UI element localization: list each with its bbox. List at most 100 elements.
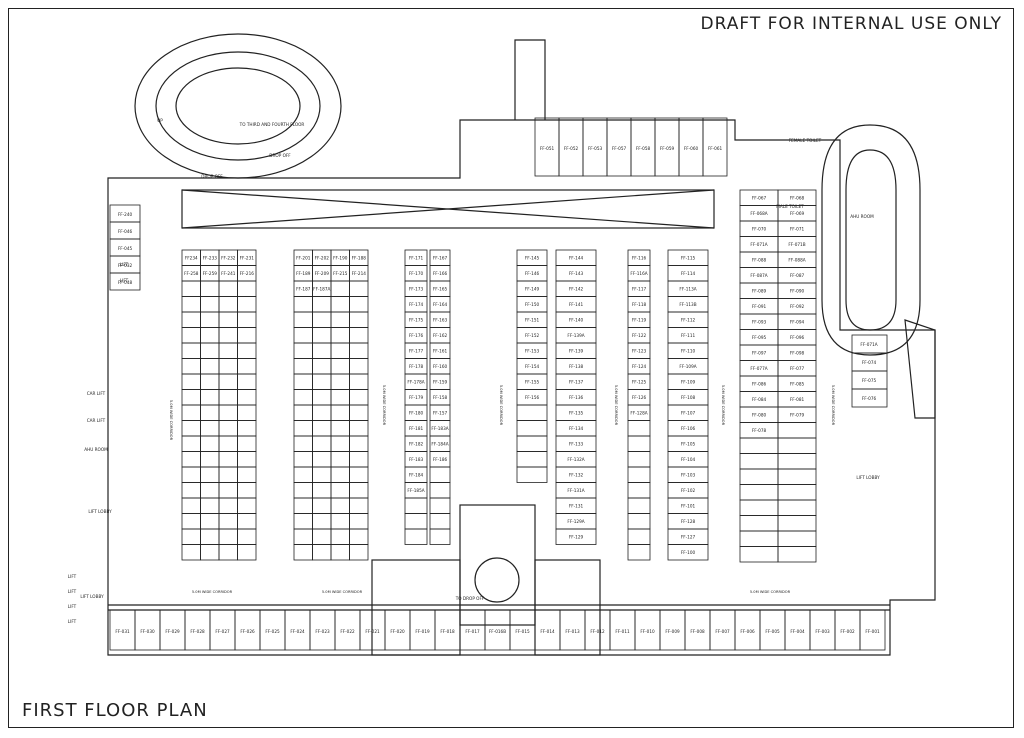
block-b-shop xyxy=(293,497,313,514)
block-f-shop xyxy=(777,437,817,454)
block-b-shop xyxy=(349,404,369,421)
block-d-right-unit-label: FF-139 xyxy=(569,348,584,353)
block-a-shop xyxy=(218,466,238,483)
top-row-unit-label: FF-059 xyxy=(660,146,675,151)
block-c-left-unit-label: FF-185A xyxy=(407,488,424,493)
block-d-right-unit-label: FF-140 xyxy=(569,317,584,322)
block-b-shop xyxy=(312,342,332,359)
service-label: LIFT xyxy=(68,604,77,609)
block-e-right-unit-label: FF-107 xyxy=(681,410,696,415)
block-d-right-unit-label: FF-139A xyxy=(567,333,584,338)
block-b-shop xyxy=(330,466,350,483)
ramp-left-inner xyxy=(175,67,301,145)
block-c-right-unit-label: FF-167 xyxy=(433,255,448,260)
block-b-shop xyxy=(293,373,313,390)
block-b-shop xyxy=(330,280,350,297)
block-a-shop xyxy=(237,528,257,545)
block-f-shop xyxy=(739,468,779,485)
service-label: LIFT xyxy=(120,278,129,283)
block-b-shop xyxy=(349,358,369,375)
bottom-row-unit-label: FF-011 xyxy=(615,629,630,634)
block-f-shop xyxy=(777,530,817,547)
block-f-unit-label: FF-086 xyxy=(752,381,767,386)
bottom-row-unit-label: FF-003 xyxy=(815,629,830,634)
block-a-shop xyxy=(181,389,201,406)
south-entrance-left xyxy=(371,559,461,656)
bottom-row-unit-label: FF-009 xyxy=(665,629,680,634)
service-label: CAR LIFT xyxy=(87,391,106,396)
block-c-right-unit-label: FF-183A xyxy=(431,426,448,431)
block-b-shop xyxy=(330,513,350,530)
block-c-right-shop xyxy=(429,466,451,483)
block-b-shop xyxy=(312,435,332,452)
block-c-left-unit-label: FF-179 xyxy=(409,395,424,400)
block-b-shop xyxy=(349,497,369,514)
block-d-right-unit-label: FF-143 xyxy=(569,271,584,276)
block-a-shop xyxy=(200,296,220,313)
block-f-shop xyxy=(777,468,817,485)
block-f-unit-label: FF-098 xyxy=(790,350,805,355)
service-label: LIFT xyxy=(68,574,77,579)
block-f-unit-label: FF-093 xyxy=(752,319,767,324)
block-d-left-unit-label: FF-145 xyxy=(525,255,540,260)
block-a-shop xyxy=(237,327,257,344)
block-d-right-unit-label: FF-132A xyxy=(567,457,584,462)
block-d-left-shop xyxy=(516,420,548,437)
service-label: LIFT xyxy=(120,262,129,267)
block-f-unit-label: FF-068A xyxy=(750,211,767,216)
block-b-unit-label: FF-201 xyxy=(296,255,311,260)
block-a-shop xyxy=(181,358,201,375)
block-e-left-shop xyxy=(627,451,651,468)
block-d-right-unit-label: FF-132 xyxy=(569,472,584,477)
block-c-left-unit-label: FF-178A xyxy=(407,379,424,384)
block-a-shop xyxy=(181,342,201,359)
block-a-shop xyxy=(218,342,238,359)
block-c-right-unit-label: FF-164 xyxy=(433,302,448,307)
block-e-right-unit-label: FF-102 xyxy=(681,488,696,493)
block-b-shop xyxy=(293,311,313,328)
block-b-shop xyxy=(312,296,332,313)
block-e-right-unit-label: FF-109 xyxy=(681,379,696,384)
block-c-right-unit-label: FF-162 xyxy=(433,333,448,338)
block-b-shop xyxy=(349,327,369,344)
block-f-unit-label: FF-095 xyxy=(752,335,767,340)
block-f-unit-label: FF-089 xyxy=(752,288,767,293)
block-f-shop xyxy=(739,530,779,547)
block-e-right-shop xyxy=(667,544,709,561)
block-a-shop xyxy=(181,420,201,437)
atrium-void xyxy=(181,189,715,229)
block-d-left-unit-label: FF-151 xyxy=(525,317,540,322)
block-b-shop xyxy=(312,327,332,344)
block-b-shop xyxy=(293,404,313,421)
block-d-left-unit-label: FF-152 xyxy=(525,333,540,338)
block-e-left-shop xyxy=(627,544,651,561)
service-label: TO DROP OFF xyxy=(455,596,485,601)
bottom-row-unit-label: FF-008 xyxy=(690,629,705,634)
plan-title: FIRST FLOOR PLAN xyxy=(22,700,208,721)
block-d-left-shop xyxy=(516,466,548,483)
block-b-unit-label: FF-188 xyxy=(352,255,367,260)
block-e-right-unit-label: FF-113B xyxy=(679,302,696,307)
block-b-shop xyxy=(293,327,313,344)
block-a-shop xyxy=(200,373,220,390)
block-d-left-shop xyxy=(516,451,548,468)
block-a-shop xyxy=(218,513,238,530)
block-a-shop xyxy=(200,327,220,344)
block-b-shop xyxy=(312,482,332,499)
south-entrance-right xyxy=(534,559,601,656)
block-a-shop xyxy=(218,482,238,499)
block-b-shop xyxy=(349,420,369,437)
left-column-shop xyxy=(109,272,141,291)
block-a-shop xyxy=(237,389,257,406)
building-outline xyxy=(107,39,936,656)
block-a-unit-label: FF-241 xyxy=(221,271,236,276)
bottom-row-shop xyxy=(859,609,886,651)
block-a-unit-label: FF-216 xyxy=(240,271,255,276)
block-b-shop xyxy=(293,420,313,437)
block-c-right-shop xyxy=(429,528,451,545)
bottom-row-unit-label: FF-028 xyxy=(190,629,205,634)
corridor-label: 5.0M WIDE CORRIDOR xyxy=(831,385,835,426)
service-label: DROP OFF xyxy=(201,174,223,179)
block-b-shop xyxy=(330,296,350,313)
